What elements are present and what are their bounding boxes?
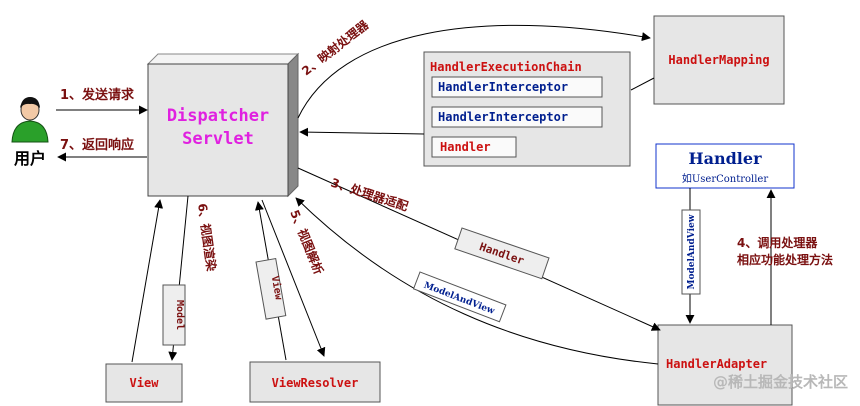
view-label: View bbox=[130, 376, 160, 390]
interceptor-box-1 bbox=[431, 76, 603, 98]
step-1-label: 1、发送请求 bbox=[60, 87, 135, 103]
user-icon bbox=[11, 97, 49, 143]
chain-handler-label: Handler bbox=[440, 140, 491, 154]
step-3-label: 3、处理器适配 bbox=[329, 175, 410, 214]
dispatcher-servlet-box bbox=[146, 52, 300, 198]
handler-mapping-box bbox=[653, 15, 785, 105]
step-7-label: 7、返回响应 bbox=[60, 137, 134, 153]
model-and-view-vert-tag: ModelAndView bbox=[681, 209, 701, 295]
view-tag: View bbox=[255, 257, 287, 320]
handler-adapter-box bbox=[657, 324, 793, 406]
arrow-view-resolve bbox=[261, 199, 326, 357]
handler-box-subtitle: 如UserController bbox=[682, 172, 769, 185]
watermark: @稀土掘金技术社区 bbox=[713, 373, 848, 391]
interceptor-label-1: HandlerInterceptor bbox=[438, 80, 568, 94]
arrow-chain-to-dispatcher bbox=[299, 127, 425, 137]
handler-box bbox=[655, 143, 795, 189]
model-and-view-diag-tag: ModelAndView bbox=[412, 271, 507, 323]
model-and-view-vert-label: ModelAndView bbox=[687, 214, 697, 289]
step-4-label-line1: 4、调用处理器 bbox=[737, 235, 818, 250]
handler-box-title: Handler bbox=[689, 149, 763, 168]
interceptor-box-2 bbox=[431, 106, 603, 128]
chain-handler-box bbox=[431, 136, 517, 158]
dispatcher-title-line1: Dispatcher bbox=[167, 106, 269, 126]
model-tag-label: Model bbox=[174, 300, 185, 330]
handler-tag: Handler bbox=[454, 227, 550, 280]
view-resolver-box bbox=[249, 361, 381, 403]
handler-mapping-label: HandlerMapping bbox=[668, 53, 769, 67]
model-tag: Model bbox=[162, 284, 186, 346]
handler-adapter-label: HandlerAdapter bbox=[666, 357, 767, 371]
arrow-map-handler bbox=[297, 24, 651, 119]
step-5-label: 5、视图解析 bbox=[287, 208, 327, 277]
view-resolver-label: ViewResolver bbox=[272, 376, 359, 390]
handler-execution-chain-title: HandlerExecutionChain bbox=[430, 60, 582, 74]
arrow-model-and-view-return bbox=[295, 197, 659, 365]
line-mapping-to-chain bbox=[630, 77, 655, 91]
view-box bbox=[105, 363, 183, 403]
step-4-label-line2: 相应功能处理方法 bbox=[737, 252, 833, 267]
arrow-view-to-dispatcher bbox=[131, 199, 164, 363]
user-label: 用户 bbox=[14, 149, 46, 168]
interceptor-label-2: HandlerInterceptor bbox=[438, 110, 568, 124]
dispatcher-title-line2: Servlet bbox=[182, 129, 254, 149]
step-2-label: 2、映射处理器 bbox=[299, 16, 372, 78]
view-tag-label: View bbox=[269, 275, 285, 302]
step-6-label: 6、视图渲染 bbox=[195, 202, 220, 273]
